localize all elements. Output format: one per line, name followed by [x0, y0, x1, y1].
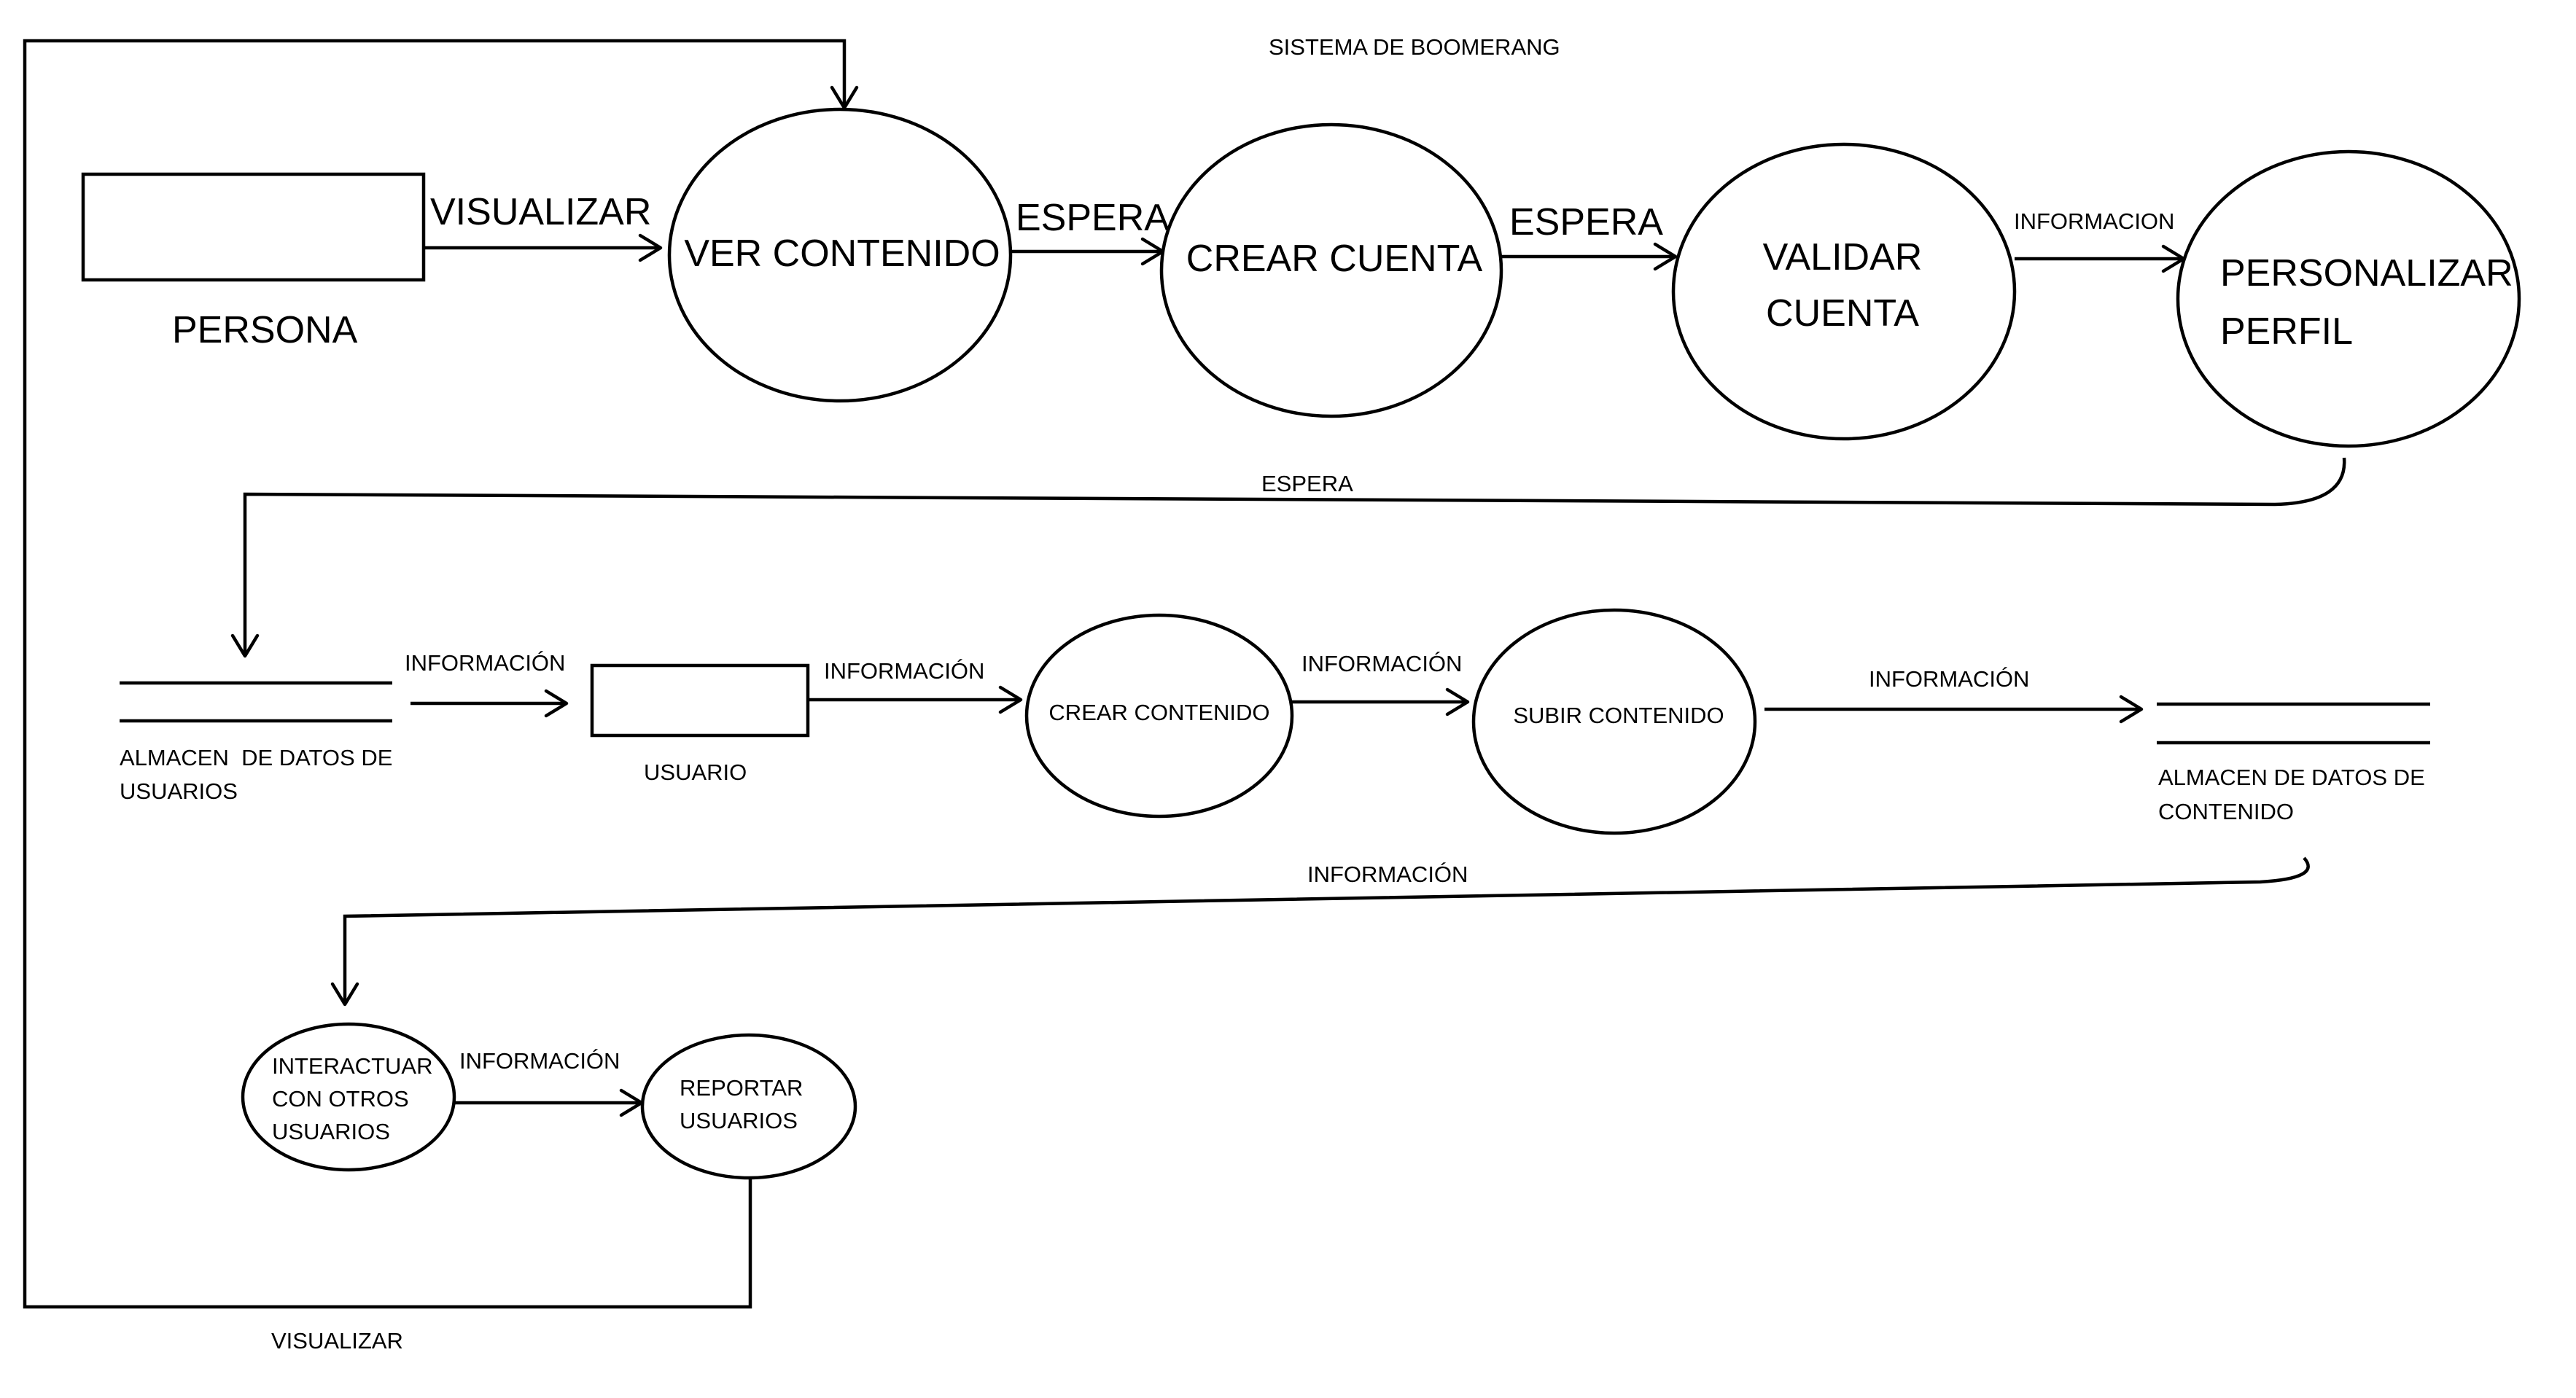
- flow-ver-crear-label: ESPERA: [1016, 197, 1170, 239]
- usuario-entity-box: [590, 663, 810, 738]
- flow-interactuar-reportar-label: INFORMACIÓN: [459, 1048, 620, 1074]
- flow-store-interactuar-arrowhead: [330, 982, 359, 1007]
- store-usuarios-label-2: USUARIOS: [120, 778, 238, 804]
- process-crear-contenido: [1024, 613, 1294, 819]
- flow-subir-store-arrowhead: [2119, 695, 2144, 724]
- process-interactuar-label-3: USUARIOS: [272, 1119, 390, 1144]
- process-personalizar-perfil-label-2: PERFIL: [2220, 311, 2353, 353]
- flow-personalizar-store-label: ESPERA: [1261, 471, 1353, 496]
- flow-subir-store-label: INFORMACIÓN: [1869, 666, 2029, 692]
- flow-store-interactuar-line: [343, 856, 2310, 1004]
- flow-personalizar-store-line: [243, 457, 2346, 656]
- flow-crear-subir-label: INFORMACIÓN: [1301, 651, 1462, 676]
- flow-personalizar-store-arrowhead: [230, 633, 260, 658]
- flow-store-interactuar-label: INFORMACIÓN: [1307, 862, 1468, 887]
- process-crear-contenido-label: CREAR CONTENIDO: [1048, 700, 1269, 725]
- flow-store-usuario-arrowhead: [544, 689, 569, 718]
- process-personalizar-perfil: [2176, 149, 2521, 448]
- process-reportar-label-1: REPORTAR: [680, 1075, 803, 1101]
- process-subir-contenido: [1471, 608, 1757, 835]
- flow-persona-ver-arrowhead: [638, 233, 663, 262]
- process-reportar-label-2: USUARIOS: [680, 1108, 798, 1133]
- process-interactuar: [241, 1022, 456, 1172]
- store-usuarios-label-1: ALMACEN DE DATOS DE: [120, 745, 392, 770]
- process-personalizar-perfil-label-1: PERSONALIZAR: [2220, 252, 2513, 294]
- process-crear-cuenta-label: CREAR CUENTA: [1186, 238, 1483, 280]
- process-reportar: [640, 1033, 857, 1180]
- flow-persona-ver-label: VISUALIZAR: [430, 191, 651, 233]
- store-contenido-label-1: ALMACEN DE DATOS DE: [2158, 765, 2425, 790]
- flow-usuario-crear-label: INFORMACIÓN: [824, 658, 984, 684]
- flow-reportar-ver-arrowhead: [830, 85, 859, 110]
- flow-store-usuario-label: INFORMACIÓN: [405, 650, 565, 676]
- flow-crear-validar-arrowhead: [1653, 242, 1678, 271]
- process-interactuar-label-2: CON OTROS: [272, 1086, 409, 1112]
- persona-entity-label: PERSONA: [172, 309, 358, 351]
- flow-reportar-ver-label: VISUALIZAR: [271, 1328, 403, 1354]
- persona-entity-box: [81, 172, 426, 282]
- flow-validar-personalizar-label: INFORMACION: [2014, 208, 2174, 234]
- process-ver-contenido: [667, 107, 1013, 403]
- flow-reportar-ver-line: [23, 39, 847, 1309]
- process-subir-contenido-label: SUBIR CONTENIDO: [1513, 703, 1724, 728]
- process-ver-contenido-label: VER CONTENIDO: [684, 233, 1000, 275]
- process-interactuar-label-1: INTERACTUAR: [272, 1053, 432, 1079]
- flow-usuario-crear-arrowhead: [998, 685, 1023, 714]
- flow-crear-subir-arrowhead: [1445, 687, 1470, 716]
- process-validar-cuenta-label-1: VALIDAR: [1763, 236, 1923, 278]
- process-validar-cuenta-label-2: CUENTA: [1766, 292, 1919, 335]
- store-contenido-label-2: CONTENIDO: [2158, 799, 2294, 824]
- usuario-entity-label: USUARIO: [644, 759, 747, 785]
- diagram-title: SISTEMA DE BOOMERANG: [1269, 34, 1560, 60]
- process-crear-cuenta: [1159, 122, 1503, 418]
- process-validar-cuenta: [1671, 142, 2017, 441]
- flow-crear-validar-label: ESPERA: [1509, 201, 1663, 243]
